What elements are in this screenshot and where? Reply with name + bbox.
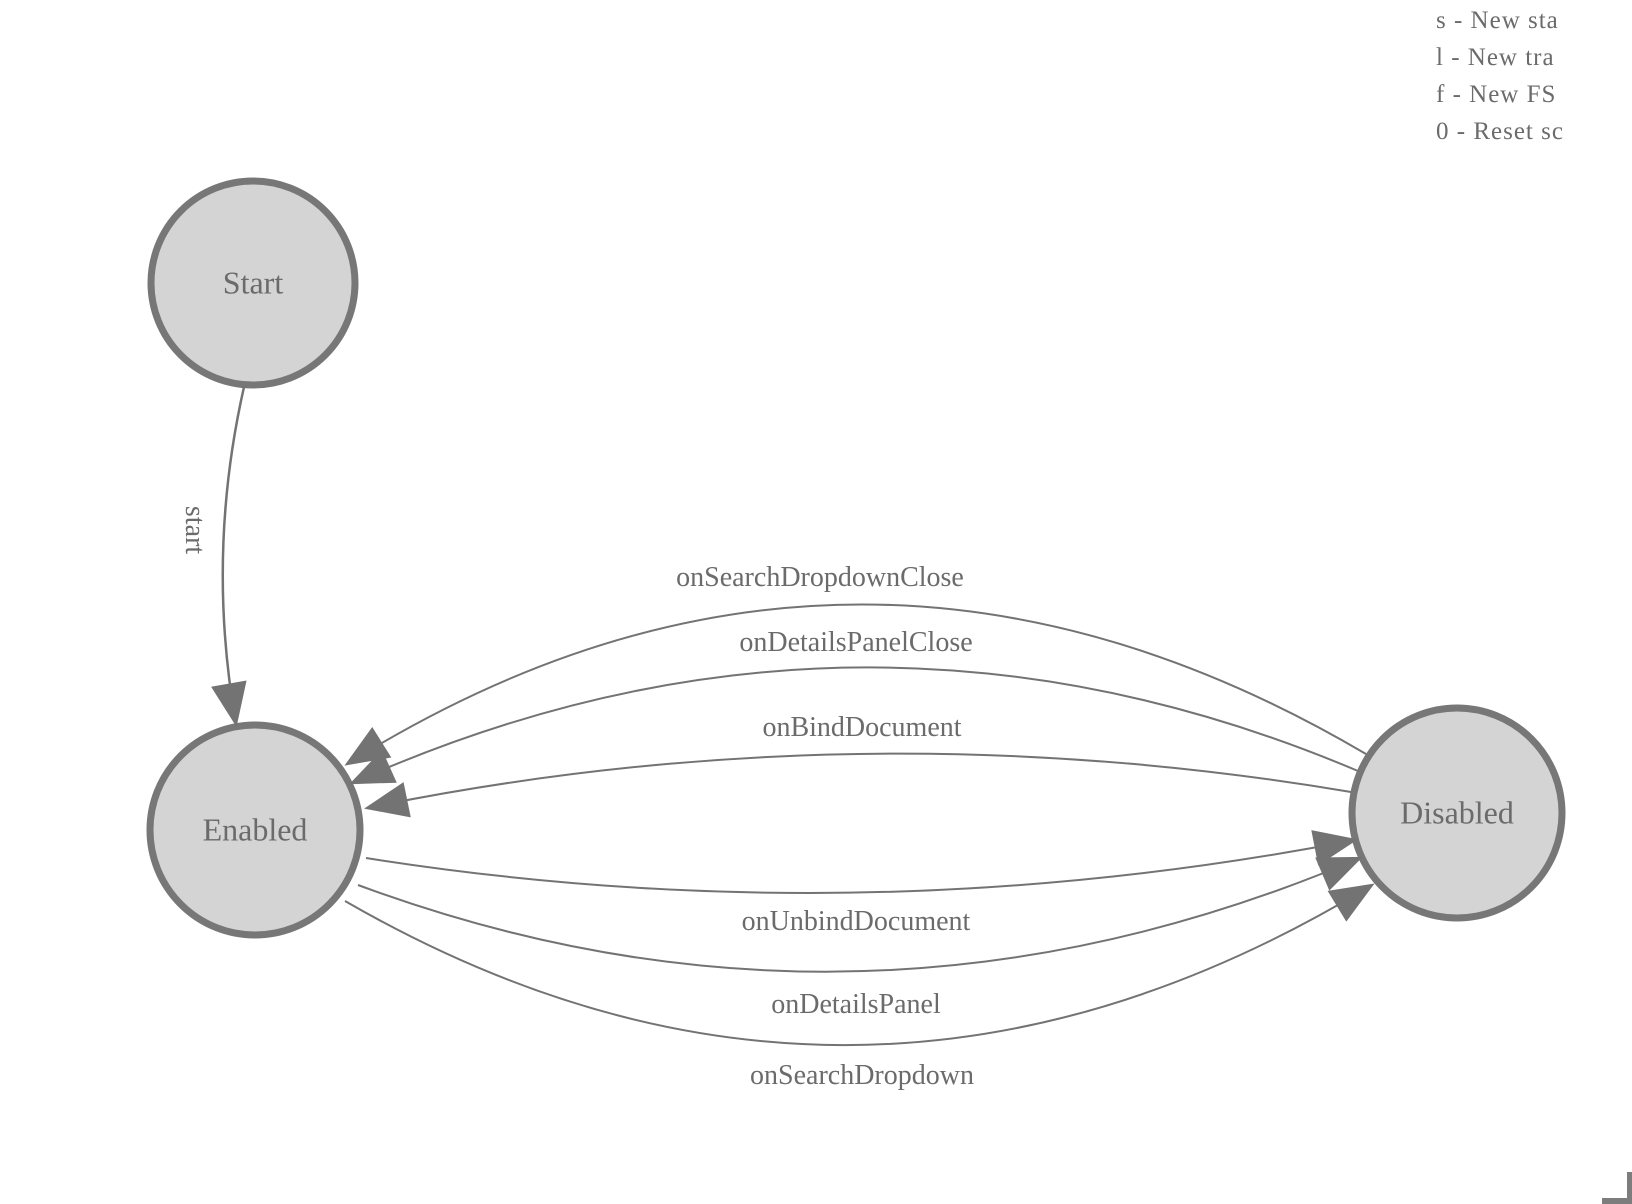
legend-line-new-fsm: f - New FS [1436,81,1557,108]
state-node-start[interactable] [147,177,359,389]
state-node-enabled[interactable] [146,721,364,939]
transition-edge-onUnbindDocument[interactable] [365,830,1358,894]
transition-edge-onDetailsPanelClose[interactable] [349,666,1359,785]
transition-edge-start[interactable] [211,386,247,727]
canvas-corner-bracket [1602,1172,1632,1204]
legend-line-new-state: s - New sta [1436,7,1559,34]
transition-edge-onDetailsPanel[interactable] [357,856,1363,973]
transition-edge-onSearchDropdownClose[interactable] [344,603,1367,766]
legend-line-reset: 0 - Reset sc [1436,118,1564,145]
transition-edge-onSearchDropdown[interactable] [344,883,1375,1046]
transition-edge-onBindDocument[interactable] [364,752,1352,818]
state-node-disabled[interactable] [1348,704,1566,922]
shortcut-legend: s - New sta l - New tra f - New FS 0 - R… [1436,2,1564,150]
legend-line-new-transition: l - New tra [1436,44,1555,71]
